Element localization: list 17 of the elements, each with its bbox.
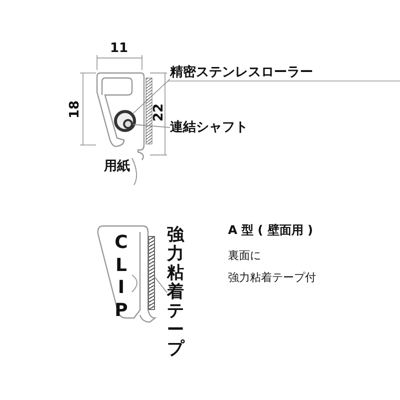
part-label: 連結シャフト: [170, 121, 248, 134]
dimension-value: 11: [110, 42, 128, 55]
leader-line: [132, 124, 170, 128]
shaft-circle: [123, 119, 133, 129]
roller-circle: [114, 110, 136, 132]
part-label: 精密ステンレスローラー: [170, 66, 313, 79]
leader-line: [154, 277, 168, 293]
dimension-value: 22: [152, 103, 166, 122]
note-text: 強力粘着テープ付: [228, 272, 316, 283]
leader-line: [132, 78, 170, 114]
clip-lettering: CLIP: [114, 232, 128, 322]
part-label: 強力粘着テープ: [167, 226, 184, 360]
note-text: 裏面に: [228, 250, 261, 261]
adhesive-tape-strip: [148, 236, 155, 310]
paper-label: 用紙: [104, 160, 130, 173]
model-title: A 型 ( 壁面用 ): [228, 224, 313, 236]
dimension-value: 18: [68, 100, 82, 119]
